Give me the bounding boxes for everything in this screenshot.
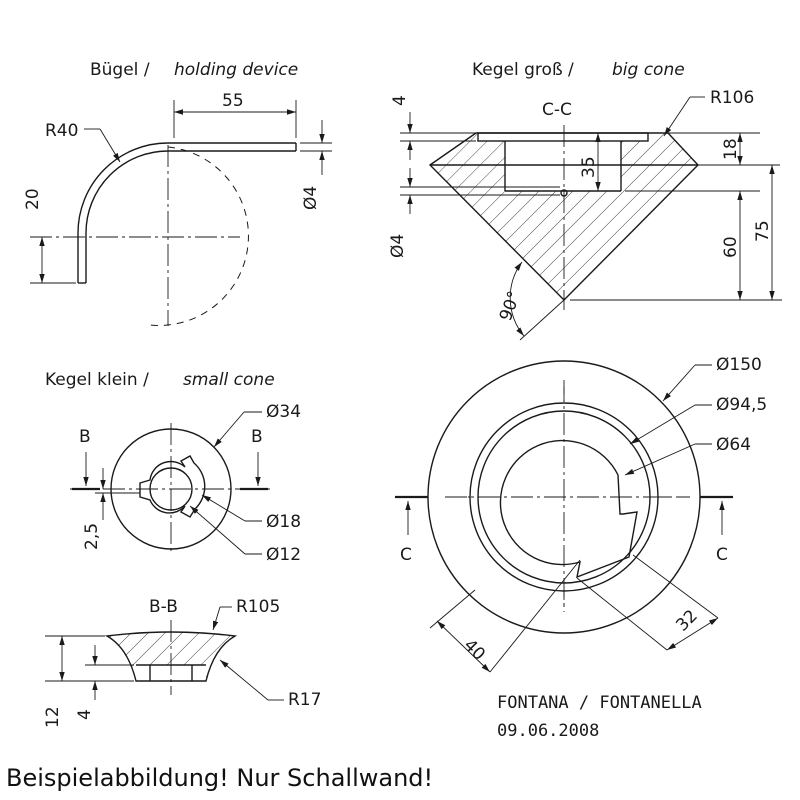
dim-18: 18 [721,138,741,160]
caption: Beispielabbildung! Nur Schallwand! [6,764,433,792]
section-cc-title: C-C [542,100,572,120]
drawing-date: 09.06.2008 [497,721,599,741]
small-cone-title-en: small cone [183,370,275,390]
angle-90: 90° [496,289,525,324]
dim-60: 60 [721,236,741,258]
holding-title-en: holding device [174,60,298,80]
dim-35: 35 [579,156,599,178]
r40-label: R40 [45,121,78,141]
dim-40: 40 [459,635,488,664]
small-cone-view: Kegel klein / small cone B B 2,5 Ø34 Ø18… [45,370,301,565]
big-cone-top-view: C C Ø150 Ø94,5 Ø64 40 32 [395,355,767,673]
dim-75: 75 [753,220,773,242]
dim-55: 55 [222,91,244,111]
section-c-right: C [716,545,728,565]
big-cone-section: Kegel groß / big cone C-C 4 Ø4 35 [388,60,782,341]
holding-title-de: Bügel / [90,60,150,80]
section-b-right: B [251,427,263,447]
section-b-left: B [79,427,91,447]
r106-label: R106 [710,88,754,108]
r17-label: R17 [288,690,321,710]
dia64-label: Ø64 [716,435,751,455]
small-cone-title-de: Kegel klein / [45,370,149,390]
big-cone-title-en: big cone [612,60,685,80]
dia12-label: Ø12 [266,545,301,565]
holding-device-view: Bügel / holding device 55 R40 20 Ø4 [23,60,332,326]
section-bb-title: B-B [149,597,178,617]
dim-12: 12 [43,706,63,728]
dim-20: 20 [23,188,43,210]
section-c-left: C [400,545,412,565]
project-name: FONTANA / FONTANELLA [497,693,702,713]
dia4-hole: Ø4 [388,234,408,258]
dia150-label: Ø150 [716,355,762,375]
big-cone-title-de: Kegel groß / [472,60,574,80]
dim-2-5: 2,5 [82,523,102,550]
dia4-wire: Ø4 [301,186,321,210]
r105-label: R105 [236,597,280,617]
dia34-label: Ø34 [266,402,301,422]
dim-4-top: 4 [390,95,410,106]
dim-4-bb: 4 [75,709,95,720]
section-bb-view: B-B 12 4 R105 R17 [43,597,321,728]
dia94-5-label: Ø94,5 [716,395,767,415]
title-block: FONTANA / FONTANELLA 09.06.2008 [497,693,702,741]
dia18-label: Ø18 [266,512,301,532]
